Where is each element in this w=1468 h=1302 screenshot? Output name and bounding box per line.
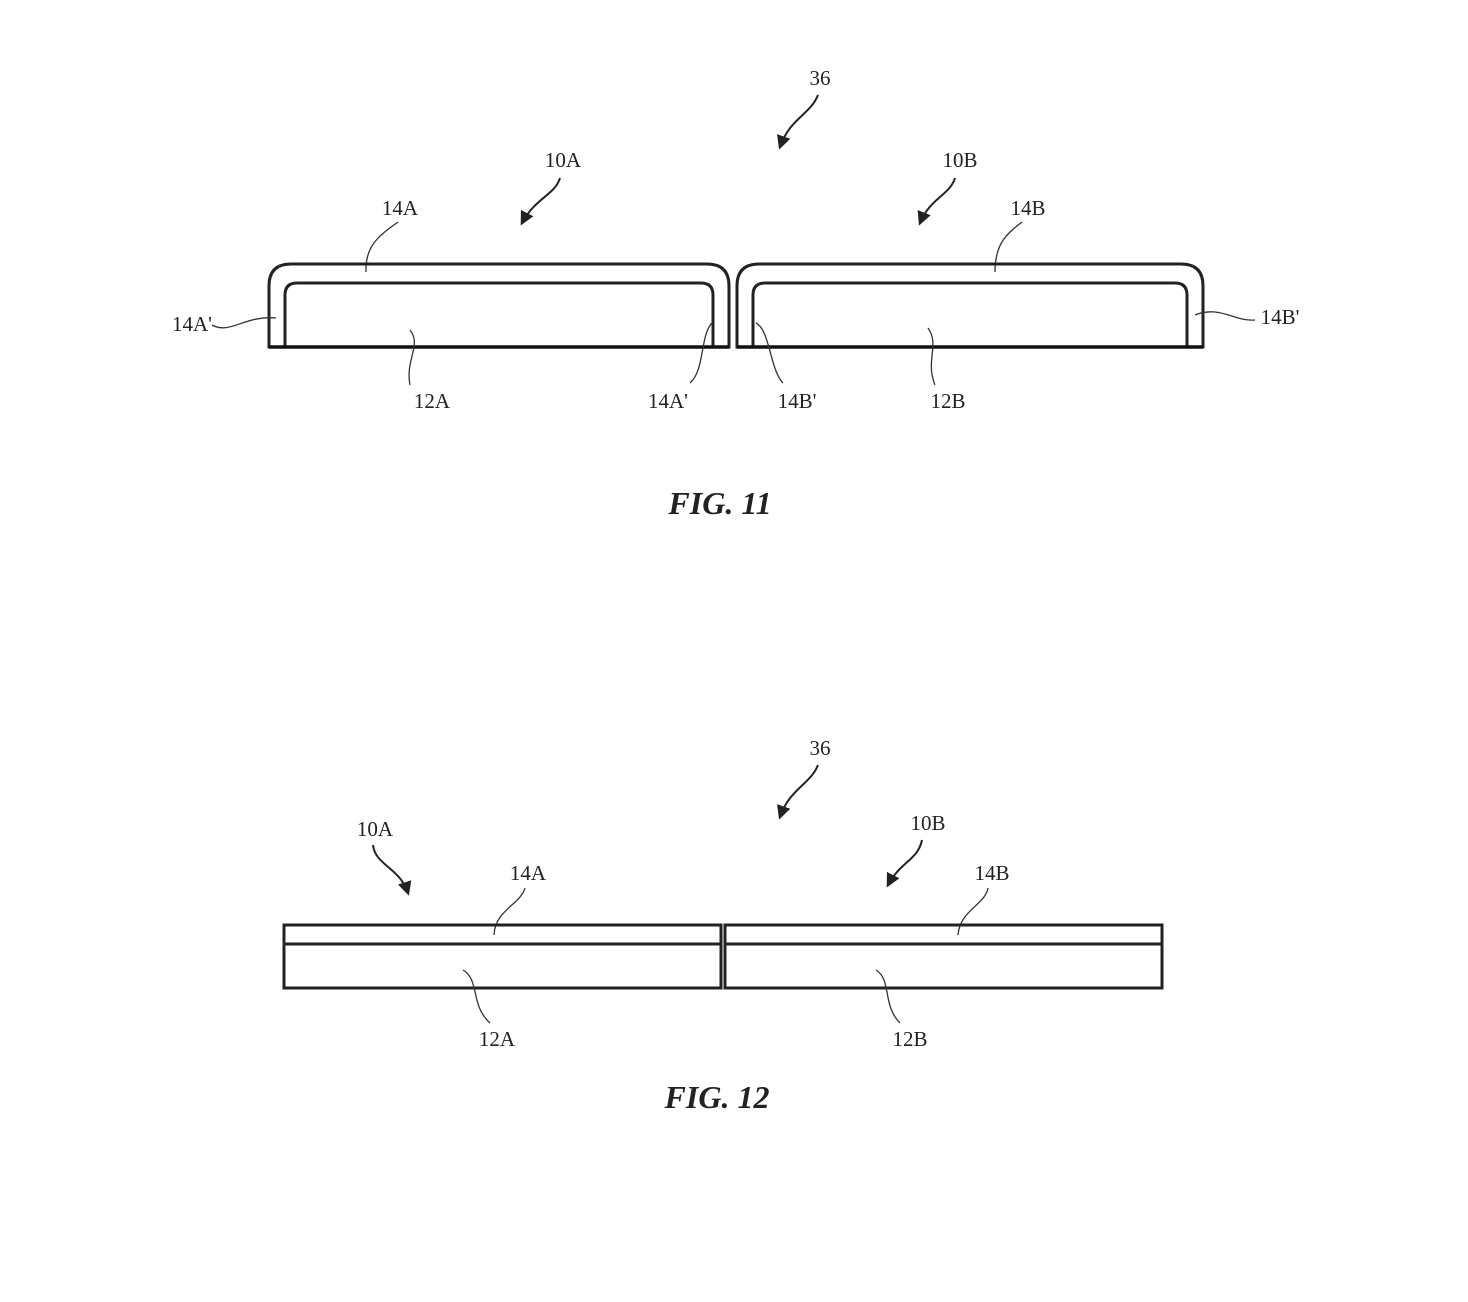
label-10b: 10B [910,811,945,835]
leader-line [875,969,901,1024]
label-14a: 14A [510,861,547,885]
label-36: 36 [810,736,831,760]
leader-line [927,327,936,386]
figure-11-caption: FIG. 11 [667,485,771,521]
leader-line [462,969,491,1024]
label-14a-prime-inner: 14A' [648,389,688,413]
device-10b-outline [723,923,1164,990]
leader-line [211,317,277,329]
substrate-12b-outline [751,281,1189,347]
cover-14b-outline [735,262,1205,349]
figure-11: 36 10A 10B 14A 14B 14A' 14B' 12A 14A' 14… [172,66,1299,521]
device-10a-outline [282,923,723,990]
arrow-36 [777,764,819,820]
leader-line [689,322,713,384]
leader-line [408,329,415,386]
label-14b: 14B [974,861,1009,885]
leader-line [1194,311,1256,321]
label-14b: 14B [1010,196,1045,220]
arrow-10b [886,839,923,888]
arrow-10b [917,177,956,226]
label-10a: 10A [545,148,582,172]
leader-line [493,887,526,936]
cover-14a-outline [267,262,731,349]
substrate-12a-outline [283,281,715,347]
label-36: 36 [810,66,831,90]
label-14b-prime-outer: 14B' [1261,305,1300,329]
label-12b: 12B [930,389,965,413]
label-14a: 14A [382,196,419,220]
leader-line [755,322,784,384]
label-12a: 12A [479,1027,516,1051]
leader-line [994,221,1023,273]
label-14a-prime-outer: 14A' [172,312,212,336]
arrow-10a [520,177,561,226]
label-14b-prime-inner: 14B' [778,389,817,413]
figure-12-caption: FIG. 12 [664,1079,770,1115]
figure-12: 36 10A 10B 14A 14B 12A 12B FIG. 12 [282,736,1164,1115]
label-12a: 12A [414,389,451,413]
label-12b: 12B [892,1027,927,1051]
arrow-36 [777,94,819,150]
arrow-10a [372,844,412,896]
leader-line [957,887,989,936]
label-10a: 10A [357,817,394,841]
label-10b: 10B [942,148,977,172]
